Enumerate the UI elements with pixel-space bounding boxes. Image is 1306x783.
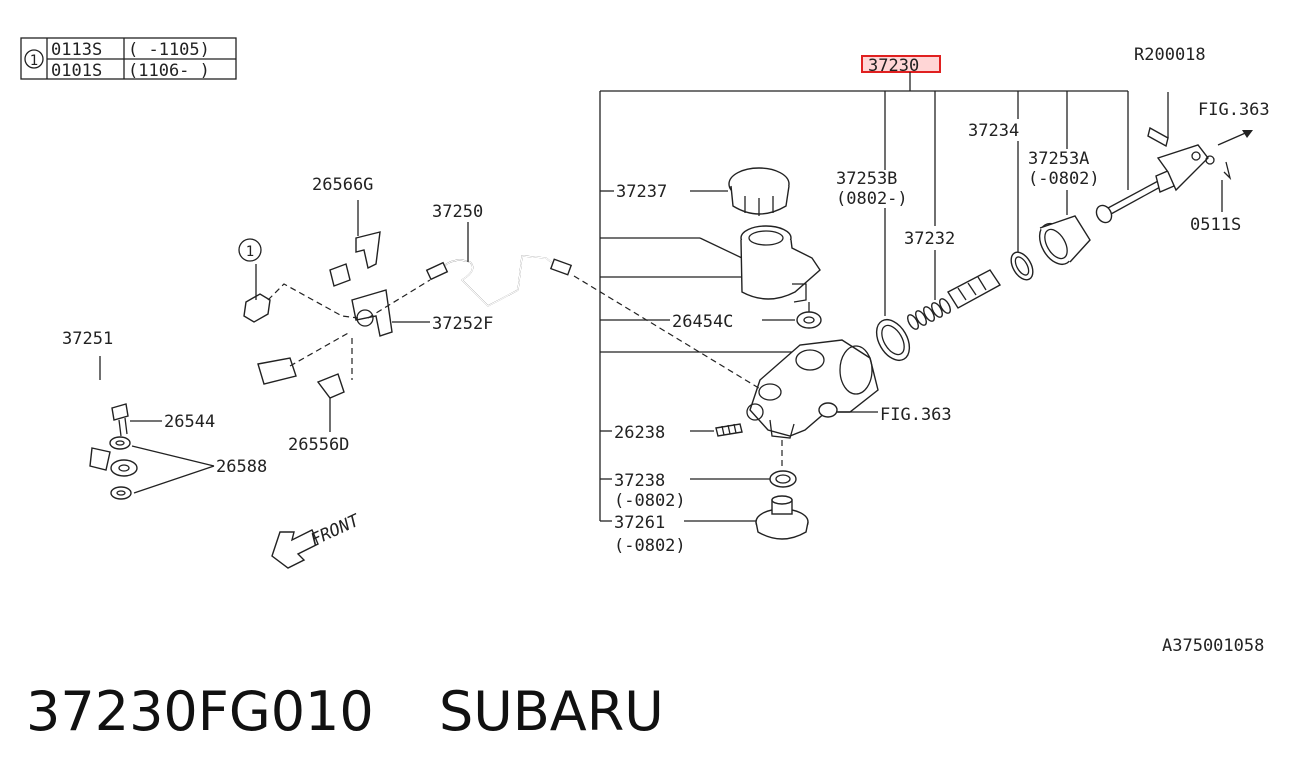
- label-r200018[interactable]: R200018: [1134, 45, 1206, 65]
- clutch-pipe-37250: [425, 222, 573, 307]
- marker-1: 1: [246, 244, 254, 260]
- boot-37253a: [1038, 215, 1091, 265]
- label-37250[interactable]: 37250: [432, 202, 483, 222]
- page-title: 37230FG010 SUBARU: [26, 680, 664, 743]
- bracket-26566g: [355, 200, 381, 270]
- label-37251[interactable]: 37251: [62, 329, 113, 349]
- clip-26556d: [316, 373, 345, 432]
- label-37234[interactable]: 37234: [968, 121, 1019, 141]
- clutch-hose-37251: [43, 356, 297, 471]
- dashed-guides: [267, 275, 763, 391]
- seal-37253b: [875, 319, 911, 361]
- label-37238-range: (-0802): [614, 491, 686, 511]
- legend-range-2: (1106- ): [128, 61, 210, 81]
- label-37237[interactable]: 37237: [616, 182, 667, 202]
- union-bolt: [238, 238, 271, 323]
- front-direction-arrow: [271, 529, 319, 569]
- master-cylinder-body: [746, 339, 879, 468]
- label-37232[interactable]: 37232: [904, 229, 955, 249]
- clevis-bracket-37252f: [351, 289, 430, 337]
- legend-table: 1 0113S ( -1105) 0101S (1106- ): [20, 37, 237, 81]
- label-37253b[interactable]: 37253B: [836, 169, 897, 189]
- snap-ring: [1010, 251, 1034, 281]
- label-37252f[interactable]: 37252F: [432, 314, 493, 334]
- highlight-part-label[interactable]: 37230: [868, 56, 919, 76]
- line-clip: [329, 263, 351, 287]
- legend-code-1: 0113S: [51, 40, 102, 60]
- reservoir: [699, 225, 821, 314]
- bleeder-screw: [715, 423, 743, 437]
- plug-37261: [755, 495, 809, 540]
- brand-name: SUBARU: [438, 680, 664, 743]
- label-26588[interactable]: 26588: [216, 457, 267, 477]
- reservoir-cap: [728, 167, 790, 216]
- label-37253a-range: (-0802): [1028, 169, 1100, 189]
- label-26238[interactable]: 26238: [614, 423, 665, 443]
- label-37261[interactable]: 37261: [614, 513, 665, 533]
- legend-marker: 1: [30, 53, 38, 69]
- assembly-bracket: [599, 72, 1129, 522]
- seal-grommet: [796, 311, 822, 329]
- label-fig363-mid[interactable]: FIG.363: [880, 405, 952, 425]
- legend-range-1: ( -1105): [128, 40, 210, 60]
- label-0511s[interactable]: 0511S: [1190, 215, 1241, 235]
- label-37253b-range: (0802-): [836, 189, 908, 209]
- part-number: 37230FG010: [26, 680, 374, 743]
- bolt-26544: [111, 403, 162, 437]
- label-26454c[interactable]: 26454C: [672, 312, 733, 332]
- legend-code-2: 0101S: [51, 61, 102, 81]
- label-37261-range: (-0802): [614, 536, 686, 556]
- reference-code: A375001058: [1162, 636, 1265, 656]
- washers-26588: [109, 436, 215, 500]
- label-37238[interactable]: 37238: [614, 471, 665, 491]
- piston-spring: [907, 269, 1002, 330]
- highlight-box: [861, 55, 941, 73]
- label-26544[interactable]: 26544: [164, 412, 215, 432]
- push-rod: [1095, 92, 1253, 224]
- label-26566g[interactable]: 26566G: [312, 175, 373, 195]
- o-ring-37238: [769, 470, 797, 488]
- label-26556d[interactable]: 26556D: [288, 435, 349, 455]
- label-fig363-top[interactable]: FIG.363: [1198, 100, 1270, 120]
- label-front: FRONT: [308, 510, 364, 550]
- label-37253a[interactable]: 37253A: [1028, 149, 1089, 169]
